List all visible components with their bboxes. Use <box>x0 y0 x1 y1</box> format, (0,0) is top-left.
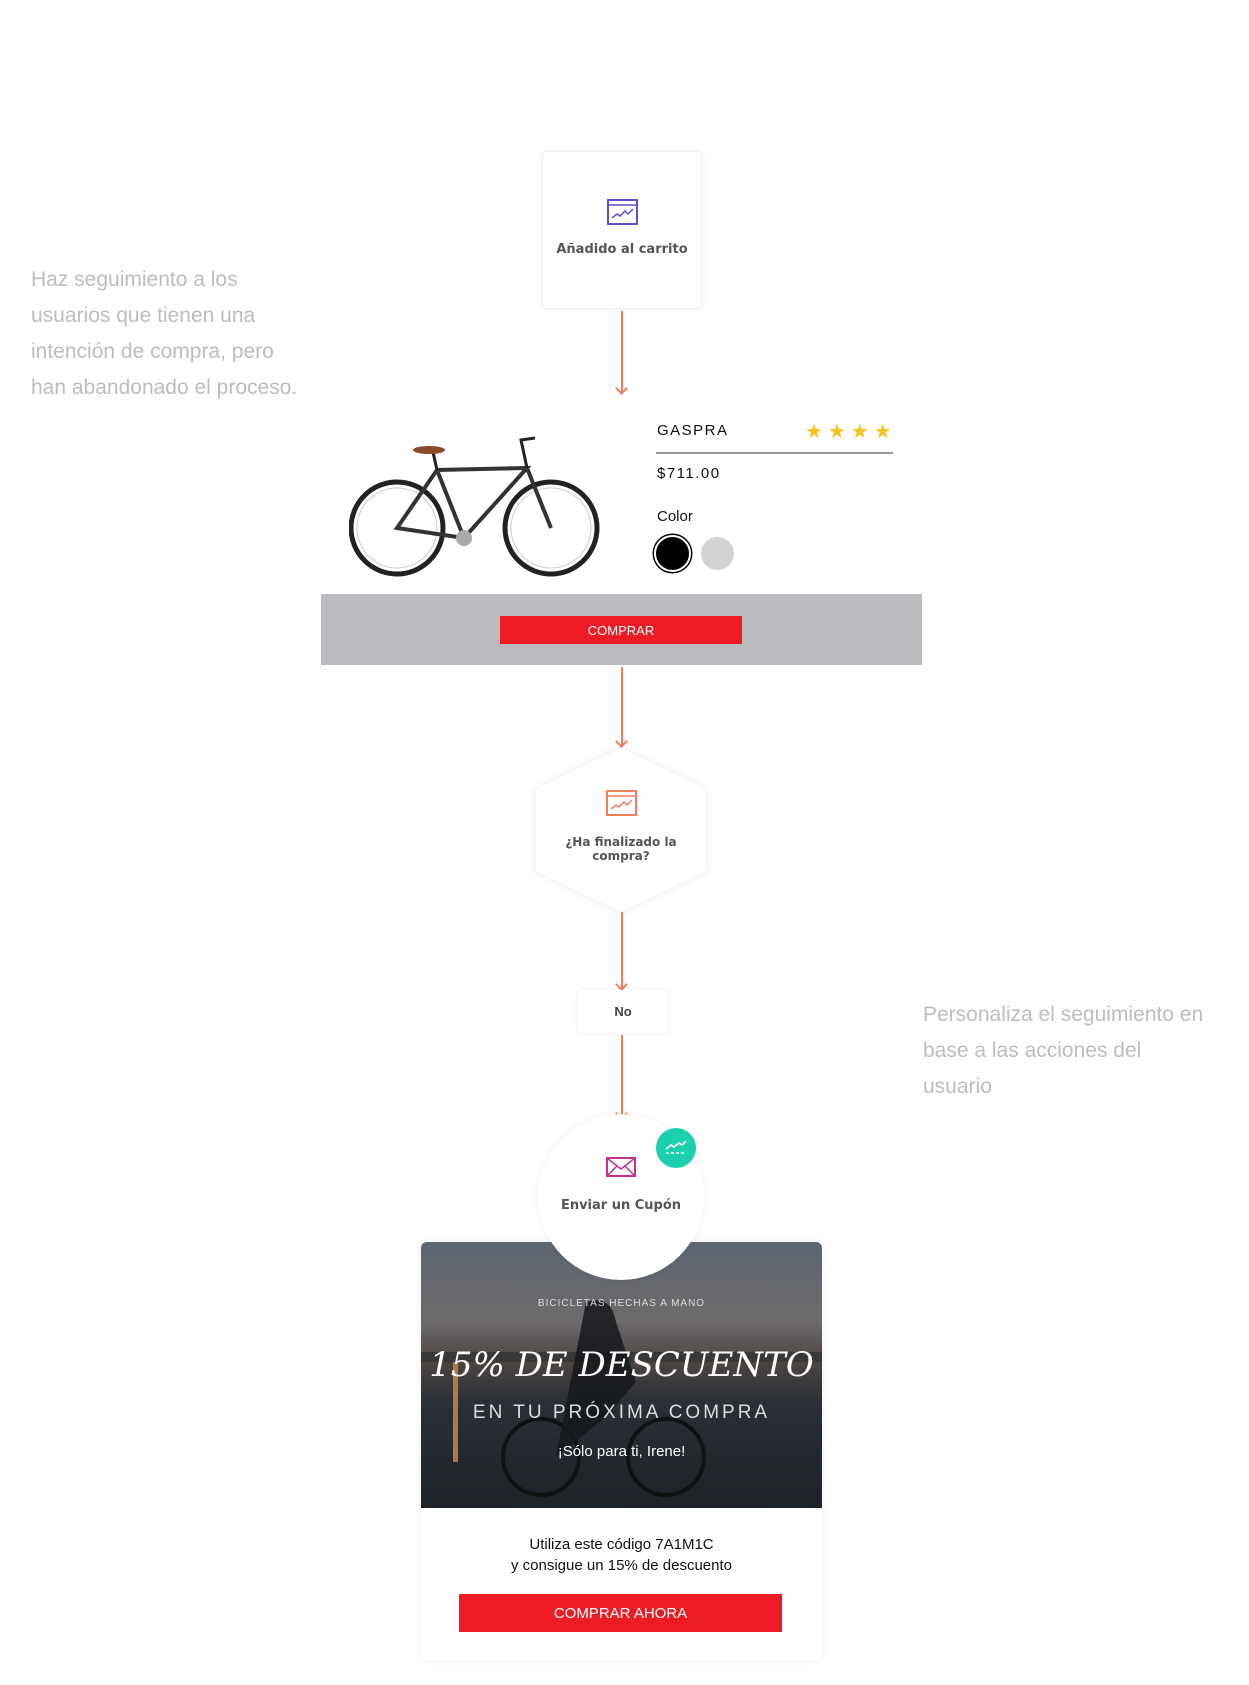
step-label: Añadido al carrito <box>556 242 688 257</box>
intro-line: han abandonado el proceso. <box>31 376 298 399</box>
coupon-hero-image: BICICLETAS HECHAS A MANO 15% DE DESCUENT… <box>421 1242 822 1508</box>
intro-line: usuarios que tienen una <box>31 304 256 327</box>
personalize-line: Personaliza el seguimiento en <box>923 1003 1204 1026</box>
flow-arrow <box>621 912 623 989</box>
bicycle-image <box>349 436 600 577</box>
personalize-line: base a las acciones del <box>923 1039 1142 1062</box>
rating-stars: ★★★★ <box>805 421 897 443</box>
browser-chart-icon <box>606 199 638 225</box>
intro-line: intención de compra, pero <box>31 340 274 363</box>
coupon-code-line: Utiliza este código 7A1M1C <box>529 1536 714 1553</box>
step-added-to-cart[interactable]: Añadido al carrito <box>542 151 702 309</box>
product-price: $711.00 <box>657 465 721 482</box>
coupon-message: Utiliza este código 7A1M1C y consigue un… <box>421 1534 822 1576</box>
step-purchase-check[interactable]: ¿Ha finalizado la compra? <box>536 748 706 912</box>
step-label: Enviar un Cupón <box>560 1198 682 1213</box>
coupon-discount-line: y consigue un 15% de descuento <box>511 1557 732 1574</box>
step-label: ¿Ha finalizado la compra? <box>565 835 677 863</box>
coupon-tagline: BICICLETAS HECHAS A MANO <box>537 1298 706 1309</box>
intro-line: Haz seguimiento a los <box>31 268 238 291</box>
buy-now-button[interactable]: COMPRAR AHORA <box>459 1594 782 1632</box>
personalize-line: usuario <box>923 1075 992 1098</box>
envelope-icon <box>606 1157 636 1177</box>
cyclist-silhouette <box>421 1300 822 1497</box>
color-swatch-gray[interactable] <box>701 537 734 570</box>
flow-arrow <box>621 1035 623 1118</box>
color-label: Color <box>657 508 693 525</box>
divider <box>656 452 893 454</box>
coupon-subheadline: EN TU PRÓXIMA COMPRA <box>472 1402 771 1423</box>
flow-arrow <box>621 311 623 393</box>
buy-bar: COMPRAR <box>321 594 922 665</box>
personalize-text: Personaliza el seguimiento en base a las… <box>923 997 1203 1105</box>
analytics-icon <box>665 1140 687 1154</box>
analytics-badge[interactable] <box>656 1128 696 1168</box>
buy-button[interactable]: COMPRAR <box>500 616 742 644</box>
coupon-headline: 15% DE DESCUENTO <box>429 1345 814 1385</box>
coupon-greeting: ¡Sólo para ti, Irene! <box>557 1443 686 1460</box>
flow-arrow <box>621 667 623 746</box>
intro-text: Haz seguimiento a los usuarios que tiene… <box>31 262 297 406</box>
coupon-email-preview: BICICLETAS HECHAS A MANO 15% DE DESCUENT… <box>421 1242 822 1660</box>
product-name: GASPRA <box>657 422 729 439</box>
branch-no[interactable]: No <box>578 990 668 1033</box>
browser-chart-icon <box>605 790 637 816</box>
color-swatch-black[interactable] <box>654 535 691 572</box>
